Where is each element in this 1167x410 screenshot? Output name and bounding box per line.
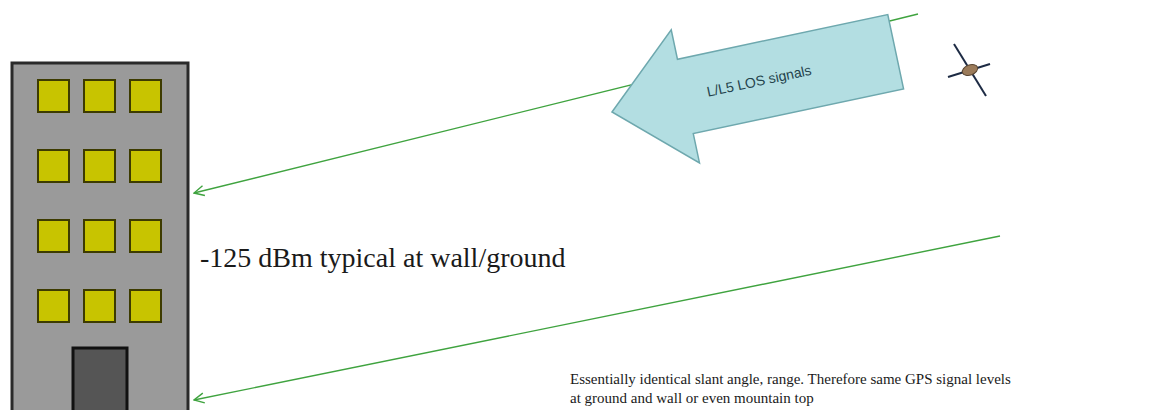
- window: [130, 150, 161, 182]
- window: [84, 80, 115, 112]
- arrow-outline: [598, 0, 910, 179]
- note-text: Essentially identical slant angle, range…: [570, 370, 1025, 408]
- window: [38, 290, 69, 322]
- window: [38, 80, 69, 112]
- window: [84, 150, 115, 182]
- window: [130, 220, 161, 252]
- windows: [38, 80, 161, 322]
- arrow-label: L/L5 LOS signals: [699, 32, 819, 129]
- window: [130, 80, 161, 112]
- satellite-icon: [948, 44, 990, 96]
- window: [38, 220, 69, 252]
- window: [84, 290, 115, 322]
- door: [73, 348, 127, 410]
- building-wall: [12, 63, 188, 410]
- satellite-body: [961, 63, 979, 78]
- window: [84, 220, 115, 252]
- window: [130, 290, 161, 322]
- signal-level-label: -125 dBm typical at wall/ground: [200, 240, 566, 275]
- signal-arrow: L/L5 LOS signals: [598, 0, 910, 179]
- window: [38, 150, 69, 182]
- satellite-panel: [954, 44, 986, 96]
- building: [12, 63, 188, 410]
